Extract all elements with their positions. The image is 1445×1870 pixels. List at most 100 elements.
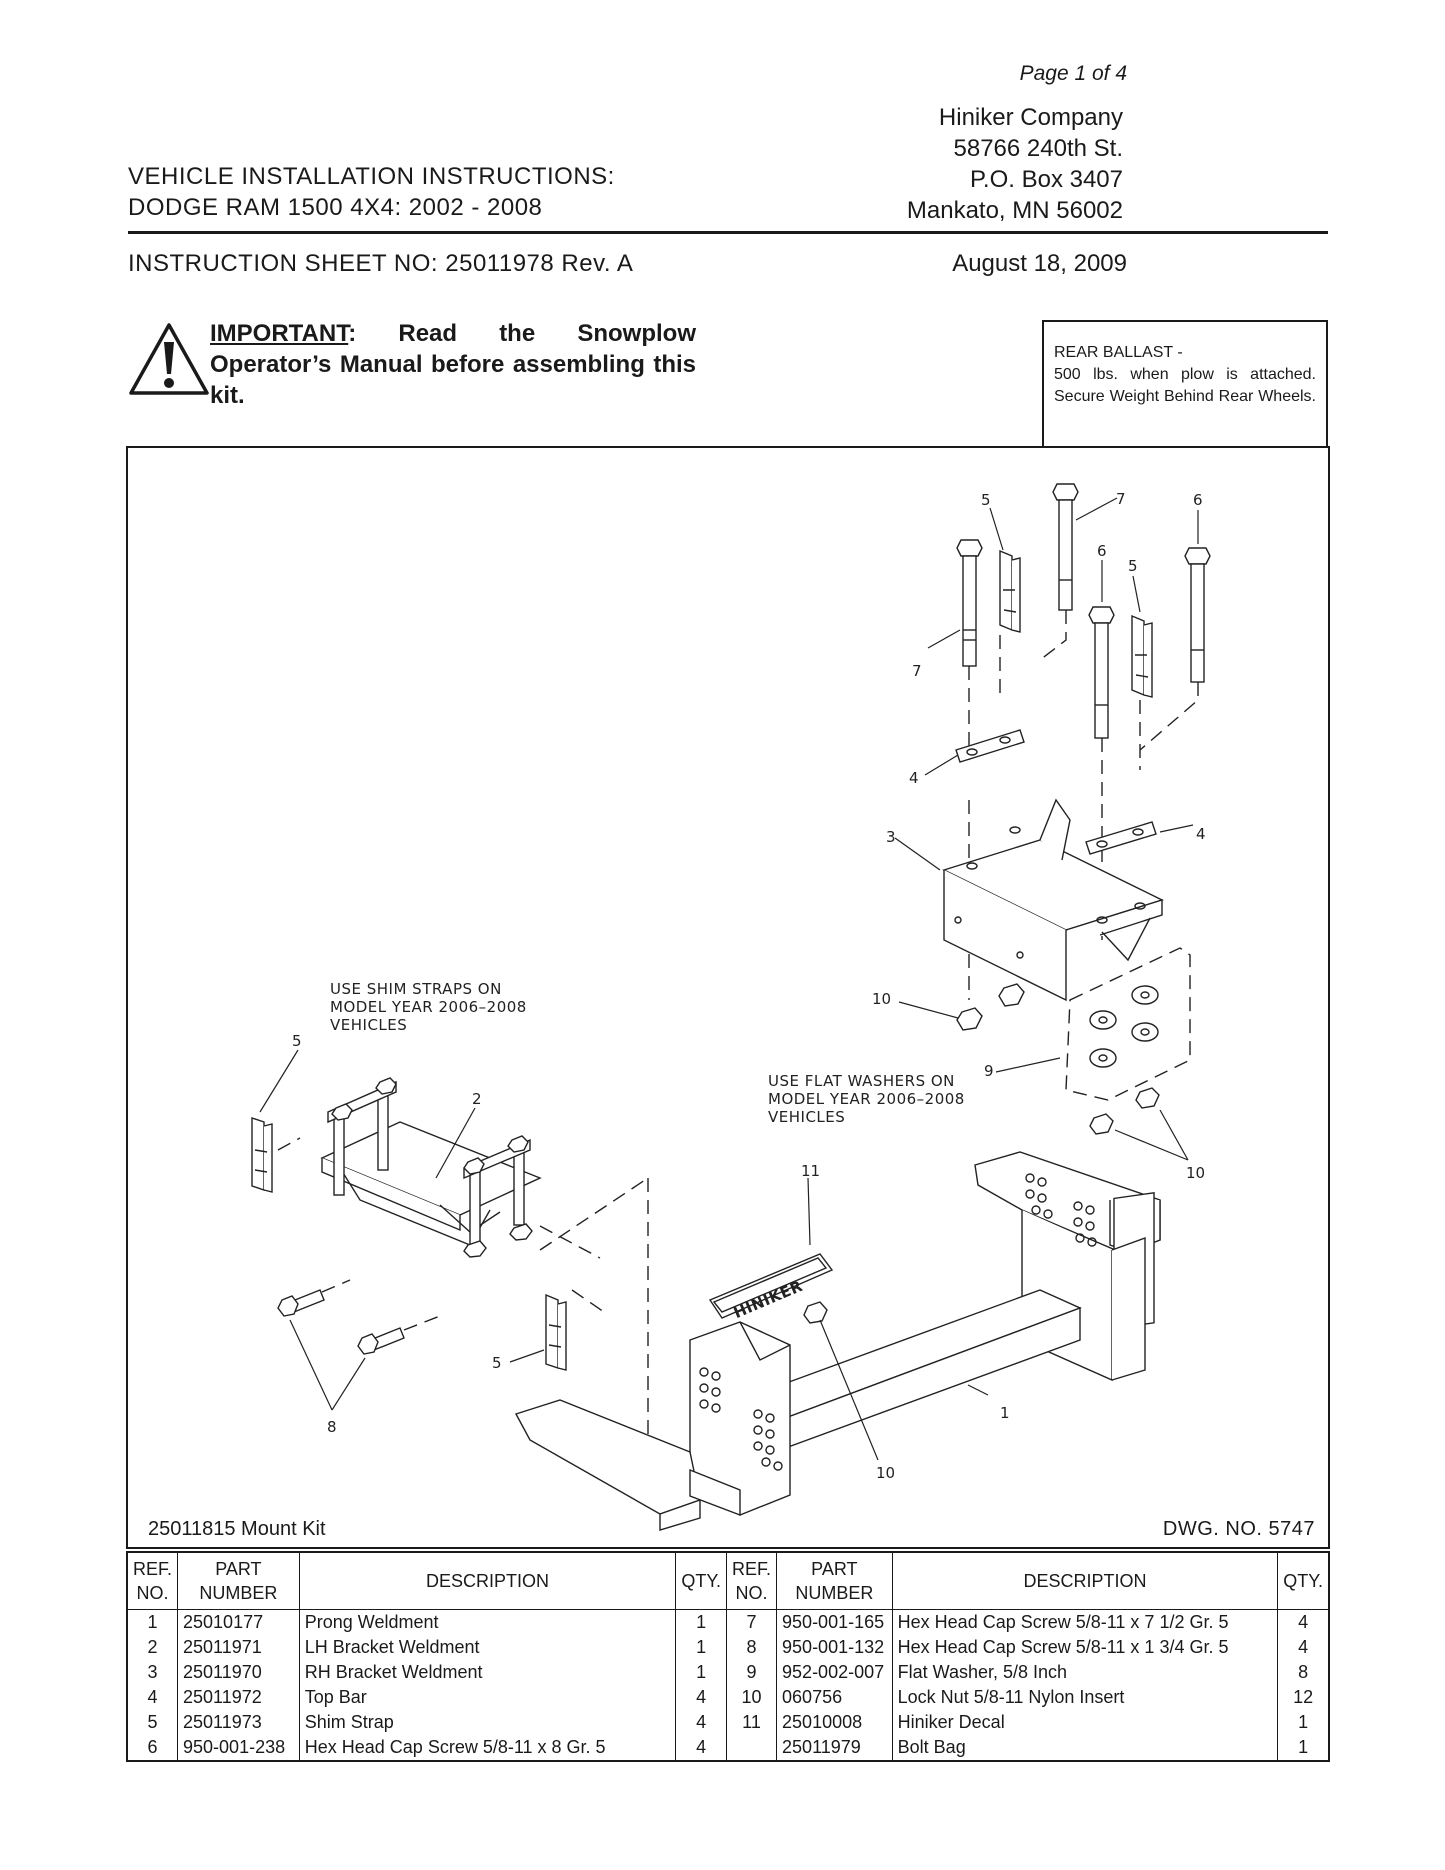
callout-7a: 7 [1116, 490, 1126, 508]
cell-ref-2: 10 [726, 1685, 778, 1710]
table-row: 4 25011972 Top Bar 4 10 060756 Lock Nut … [126, 1685, 1330, 1710]
note-washers-line-1: USE FLAT WASHERS ON [768, 1072, 955, 1090]
cap-screw-8-lower [357, 1327, 405, 1355]
cell-ref-2: 7 [726, 1609, 778, 1635]
cell-part: 25011972 [177, 1685, 300, 1710]
note-flat-washers: USE FLAT WASHERS ON MODEL YEAR 2006–2008… [768, 1072, 964, 1126]
cell-desc-2: Hiniker Decal [891, 1710, 1279, 1735]
cell-qty: 1 [675, 1635, 728, 1660]
callout-7b: 7 [912, 662, 922, 680]
company-street: 58766 240th St. [953, 135, 1123, 162]
cell-part-2: 950-001-165 [776, 1609, 893, 1635]
callout-11: 11 [801, 1162, 820, 1180]
note-shim-line-1: USE SHIM STRAPS ON [330, 980, 502, 998]
col-description: DESCRIPTION [298, 1552, 677, 1610]
cell-part-2: 060756 [776, 1685, 893, 1710]
cell-desc: Top Bar [298, 1685, 677, 1710]
cell-desc-2: Lock Nut 5/8-11 Nylon Insert [891, 1685, 1279, 1710]
cap-screw-6-right [1184, 547, 1211, 683]
table-row: 5 25011973 Shim Strap 4 11 25010008 Hini… [126, 1710, 1330, 1735]
header-divider [128, 231, 1328, 234]
ballast-body: 500 lbs. when plow is attached. Secure W… [1054, 366, 1316, 405]
cell-desc: RH Bracket Weldment [298, 1660, 677, 1685]
lh-bracket-weldment [320, 1077, 542, 1258]
cell-desc-2: Hex Head Cap Screw 5/8-11 x 7 1/2 Gr. 5 [891, 1609, 1279, 1635]
cell-ref-2: 9 [726, 1660, 778, 1685]
table-row: 3 25011970 RH Bracket Weldment 1 9 952-0… [126, 1660, 1330, 1685]
cell-ref: 1 [126, 1609, 179, 1635]
col-qty: QTY. [675, 1552, 728, 1610]
rear-ballast-box: REAR BALLAST - 500 lbs. when plow is att… [1042, 320, 1328, 447]
exploded-view-drawing: HINIKER USE SHIM STRAPS ON MODEL YEAR 20… [126, 446, 1330, 1549]
warning-triangle-icon [129, 323, 209, 395]
note-shim-straps: USE SHIM STRAPS ON MODEL YEAR 2006–2008 … [330, 980, 527, 1034]
cell-desc-2: Flat Washer, 5/8 Inch [891, 1660, 1279, 1685]
cell-qty: 4 [675, 1685, 728, 1710]
top-bar-left [955, 729, 1025, 763]
cap-screw-7-right [1052, 483, 1079, 611]
callout-8: 8 [327, 1418, 337, 1436]
cell-qty: 4 [675, 1710, 728, 1735]
cell-desc: Hex Head Cap Screw 5/8-11 x 8 Gr. 5 [298, 1735, 677, 1761]
callout-10b: 10 [1186, 1164, 1205, 1182]
company-po-box: P.O. Box 3407 [970, 166, 1123, 193]
callout-6a: 6 [1193, 491, 1203, 509]
cell-desc-2: Hex Head Cap Screw 5/8-11 x 1 3/4 Gr. 5 [891, 1635, 1279, 1660]
cell-qty-2: 4 [1277, 1609, 1330, 1635]
table-row: 2 25011971 LH Bracket Weldment 1 8 950-0… [126, 1635, 1330, 1660]
note-shim-line-3: VEHICLES [330, 1016, 407, 1034]
callout-4b: 4 [1196, 825, 1206, 843]
shim-strap-top-left [999, 549, 1021, 633]
cell-qty-2: 8 [1277, 1660, 1330, 1685]
cell-ref-2: 11 [726, 1710, 778, 1735]
cell-qty: 4 [675, 1735, 728, 1761]
callout-2: 2 [472, 1090, 482, 1108]
mount-kit-label: 25011815 Mount Kit [148, 1518, 326, 1540]
company-city: Mankato, MN 56002 [906, 197, 1123, 224]
flat-washers-group [1065, 947, 1191, 1101]
callout-6b: 6 [1097, 542, 1107, 560]
col-description-2: DESCRIPTION [891, 1552, 1279, 1610]
title-line-1: VEHICLE INSTALLATION INSTRUCTIONS: [128, 163, 615, 190]
important-warning: IMPORTANT: Read the Snowplow Operator’s … [210, 318, 696, 411]
document-title: VEHICLE INSTALLATION INSTRUCTIONS: DODGE… [128, 161, 615, 223]
shim-strap-left [251, 1117, 273, 1193]
callout-1: 1 [1000, 1404, 1010, 1422]
instruction-sheet-number: INSTRUCTION SHEET NO: 25011978 Rev. A [128, 250, 634, 277]
callout-5d: 5 [492, 1354, 502, 1372]
cell-part-2: 950-001-132 [776, 1635, 893, 1660]
cell-part-2: 25010008 [776, 1710, 893, 1735]
callout-4a: 4 [909, 769, 919, 787]
cell-part-2: 952-002-007 [776, 1660, 893, 1685]
cell-qty-2: 12 [1277, 1685, 1330, 1710]
cell-ref: 2 [126, 1635, 179, 1660]
lock-nut-upper [956, 983, 1025, 1031]
document-date: August 18, 2009 [952, 250, 1127, 277]
cell-ref: 5 [126, 1710, 179, 1735]
cap-screw-6-middle [1088, 606, 1115, 739]
exploded-view-svg: HINIKER USE SHIM STRAPS ON MODEL YEAR 20… [251, 483, 1211, 1531]
cell-ref: 4 [126, 1685, 179, 1710]
cap-screw-7-left [956, 539, 983, 667]
cell-part: 25010177 [177, 1609, 300, 1635]
callout-3: 3 [886, 828, 896, 846]
company-address: Hiniker Company 58766 240th St. P.O. Box… [907, 102, 1123, 226]
cell-qty: 1 [675, 1660, 728, 1685]
top-bar-right [1085, 821, 1157, 855]
note-shim-line-2: MODEL YEAR 2006–2008 [330, 998, 527, 1016]
title-line-2: DODGE RAM 1500 4X4: 2002 - 2008 [128, 194, 543, 221]
callout-10a: 10 [872, 990, 891, 1008]
col-ref-no: REF.NO. [126, 1552, 179, 1610]
callout-9: 9 [984, 1062, 994, 1080]
company-name: Hiniker Company [938, 104, 1123, 131]
cell-qty-2: 1 [1277, 1710, 1330, 1735]
rh-bracket-weldment [942, 798, 1164, 1002]
table-row: 6 950-001-238 Hex Head Cap Screw 5/8-11 … [126, 1735, 1330, 1761]
shim-strap-lower [545, 1293, 567, 1371]
lock-nut-lower-pair [1089, 1087, 1160, 1135]
page-number: Page 1 of 4 [1019, 62, 1127, 85]
cell-qty-2: 1 [1277, 1735, 1330, 1761]
shim-strap-top-right [1131, 614, 1153, 698]
